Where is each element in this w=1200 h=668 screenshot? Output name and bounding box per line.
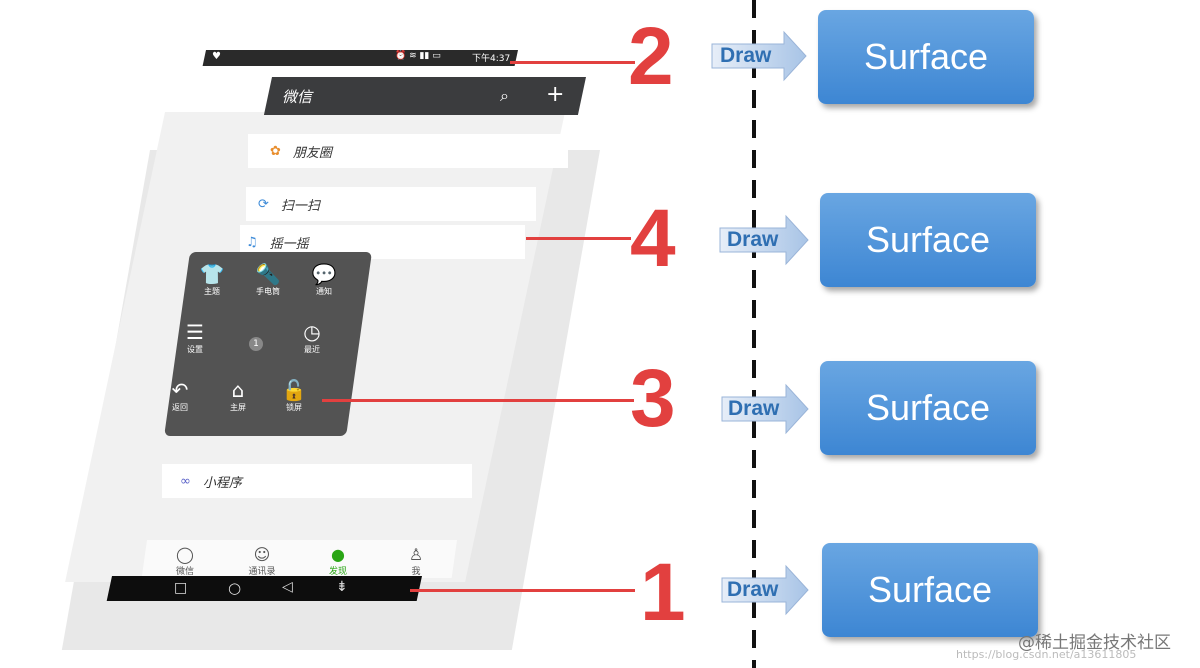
label-1: 1 — [640, 547, 686, 638]
draw-label-1: Draw — [727, 578, 779, 601]
sliders-icon: ☰ — [186, 320, 204, 344]
clock-icon: ◷ — [303, 320, 321, 344]
list-item-moments[interactable]: ✿ 朋友圈 — [248, 134, 568, 168]
status-time: 下午4:37 — [472, 54, 511, 64]
center-badge[interactable]: 1 — [249, 337, 263, 351]
callout-line-2 — [510, 61, 635, 64]
menu-item-home[interactable]: ⌂ 主屏 — [208, 378, 268, 413]
list-item-scan[interactable]: ⟳ 扫一扫 — [246, 187, 536, 221]
list-item-label: 扫一扫 — [280, 198, 320, 214]
label-2: 2 — [628, 11, 674, 102]
chat-bubble-icon: ◯ — [176, 545, 194, 564]
mini-program-icon: ∞ — [180, 473, 191, 489]
unlock-icon: 🔓 — [281, 378, 307, 402]
tab-label: 通讯录 — [248, 567, 276, 577]
surface-4: Surface — [820, 193, 1036, 287]
callout-line-1 — [410, 589, 635, 592]
label-3: 3 — [630, 353, 676, 444]
surface-1: Surface — [822, 543, 1038, 637]
menu-item-flashlight[interactable]: 🔦 手电筒 — [238, 262, 298, 297]
menu-item-notifications[interactable]: 💬 通知 — [294, 262, 354, 297]
home-circle-icon[interactable]: ○ — [228, 579, 242, 597]
flashlight-icon: 🔦 — [255, 262, 281, 286]
list-item-label: 摇一摇 — [269, 236, 309, 252]
watermark: @稀土掘金技术社区 — [1018, 633, 1171, 653]
shirt-icon: 👕 — [199, 262, 225, 286]
surface-3: Surface — [820, 361, 1036, 455]
heart-icon: ♥ — [212, 51, 221, 62]
draw-label-2: Draw — [720, 44, 772, 67]
menu-item-back[interactable]: ↶ 返回 — [150, 378, 210, 413]
dropdown-icon[interactable]: ⇟ — [336, 579, 348, 595]
title-bar — [263, 77, 586, 115]
status-icons: ⏰ ≋ ▮▮ ▭ — [395, 51, 441, 61]
draw-label-4: Draw — [727, 228, 779, 251]
watermark-url: https://blog.csdn.net/a13611805 — [956, 648, 1137, 661]
home-icon: ⌂ — [231, 378, 245, 402]
shake-icon: ♫ — [246, 234, 258, 250]
menu-item-recent[interactable]: ◷ 最近 — [282, 320, 342, 355]
tab-me[interactable]: ♙ 我 — [396, 545, 436, 577]
draw-label-3: Draw — [728, 397, 780, 420]
label-4: 4 — [630, 193, 676, 284]
scan-icon: ⟳ — [258, 196, 269, 212]
recent-apps-icon[interactable]: □ — [174, 580, 188, 596]
back-triangle-icon[interactable]: ◁ — [282, 579, 293, 595]
page-title: 微信 — [282, 88, 313, 106]
list-item-label: 小程序 — [202, 475, 242, 491]
callout-line-3 — [322, 399, 634, 402]
menu-item-theme[interactable]: 👕 主题 — [182, 262, 242, 297]
search-icon[interactable]: ⌕ — [500, 86, 509, 105]
compass-icon: ● — [331, 545, 345, 564]
person-icon: ♙ — [408, 545, 424, 564]
tab-label: 我 — [411, 567, 421, 577]
menu-item-lock[interactable]: 🔓 锁屏 — [264, 378, 324, 413]
list-item-label: 朋友圈 — [292, 145, 332, 161]
callout-line-4 — [526, 237, 631, 240]
list-item-mini-program[interactable]: ∞ 小程序 — [162, 464, 472, 498]
navigation-bar — [106, 576, 422, 601]
tab-chats[interactable]: ◯ 微信 — [165, 545, 205, 577]
back-arrow-icon: ↶ — [171, 378, 189, 402]
tab-discover[interactable]: ● 发现 — [318, 545, 358, 577]
tab-label: 微信 — [175, 567, 194, 577]
contacts-icon: ☺ — [253, 545, 271, 564]
add-icon[interactable]: + — [546, 82, 565, 107]
surface-2: Surface — [818, 10, 1034, 104]
moments-icon: ✿ — [270, 143, 281, 159]
tab-contacts[interactable]: ☺ 通讯录 — [242, 545, 282, 577]
message-icon: 💬 — [311, 262, 337, 286]
tab-label: 发现 — [328, 567, 347, 577]
menu-item-settings[interactable]: ☰ 设置 — [165, 320, 225, 355]
dashed-divider — [752, 0, 756, 668]
status-bar — [202, 50, 518, 66]
